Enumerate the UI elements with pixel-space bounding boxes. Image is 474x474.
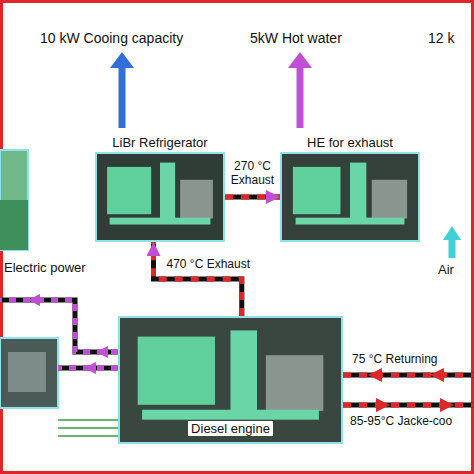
jacket-pipe: [343, 403, 474, 408]
left-photo: [0, 150, 28, 250]
pipe-base: [225, 195, 280, 200]
equipment-box: HE for exhaust: [280, 152, 420, 242]
machine-part: [110, 218, 211, 225]
machine-part: [160, 163, 175, 223]
annotation-label: 12 k: [428, 30, 454, 46]
machine-part: [231, 330, 258, 417]
equipment-label: HE for exhaust: [307, 135, 393, 150]
pipe-base: [154, 242, 242, 316]
power-arrowhead: [96, 346, 108, 358]
equipment-box: LiBr Refrigerator: [95, 152, 225, 242]
exhaust-pipe: [225, 197, 280, 198]
exhaust-pipe: [154, 242, 242, 316]
pipe-label: 470 °C Exhaust: [166, 257, 252, 271]
jacket-pipe-dash: [343, 403, 474, 408]
control-wire: [58, 419, 118, 421]
cooling-arrowhead: [110, 52, 134, 68]
generator-photo: [0, 338, 58, 408]
hotwater-arrowhead: [288, 52, 312, 68]
annotation-label: 85-95°C Jacke-coo: [350, 414, 452, 428]
annotation-label: 5kW Hot water: [250, 30, 342, 46]
equipment-box: Diesel engine: [118, 316, 343, 444]
pipe-dash: [154, 242, 242, 316]
power-line: [0, 300, 118, 352]
power-arrowhead: [28, 294, 40, 306]
return-arrowhead: [368, 368, 382, 382]
machine-part: [180, 180, 213, 219]
pipe-label: 270 °C Exhaust: [225, 159, 280, 187]
annotation-label: Electric power: [4, 260, 86, 275]
machine-part: [138, 337, 215, 405]
air-arrowhead: [443, 226, 461, 240]
jacket-arrowhead: [440, 398, 454, 412]
photo-ground: [120, 318, 341, 442]
left-photo-ground: [0, 200, 28, 250]
pipe-dash: [225, 195, 280, 200]
cooling-arrow: [119, 66, 126, 128]
machine-part: [107, 167, 151, 214]
return-arrowhead: [430, 368, 444, 382]
machine-part: [372, 180, 407, 219]
hotwater-arrow: [297, 66, 304, 128]
photo-ground: [97, 154, 223, 240]
equipment-label: LiBr Refrigerator: [112, 135, 207, 150]
jacket-arrowhead: [376, 398, 390, 412]
photo-ground: [282, 154, 418, 240]
machine-part: [296, 218, 405, 225]
air-arrow: [449, 238, 456, 258]
machine-part: [142, 410, 319, 420]
return-pipe: [343, 373, 474, 378]
control-wire: [58, 435, 118, 437]
annotation-label: 75 °C Returning: [352, 352, 438, 366]
annotation-label: Air: [438, 262, 454, 277]
equipment-photo: [97, 154, 223, 240]
machine-part: [266, 355, 323, 411]
annotation-label: 10 kW Cooing capacity: [40, 30, 183, 46]
equipment-label: Diesel engine: [188, 421, 273, 436]
power-line-dash: [0, 300, 118, 352]
power-arrowhead: [84, 362, 96, 374]
machine-part: [293, 167, 341, 214]
equipment-photo: [282, 154, 418, 240]
return-pipe-dash: [343, 373, 474, 378]
generator-cabinet: [8, 352, 46, 392]
machine-part: [350, 163, 366, 223]
control-wire: [58, 427, 118, 429]
